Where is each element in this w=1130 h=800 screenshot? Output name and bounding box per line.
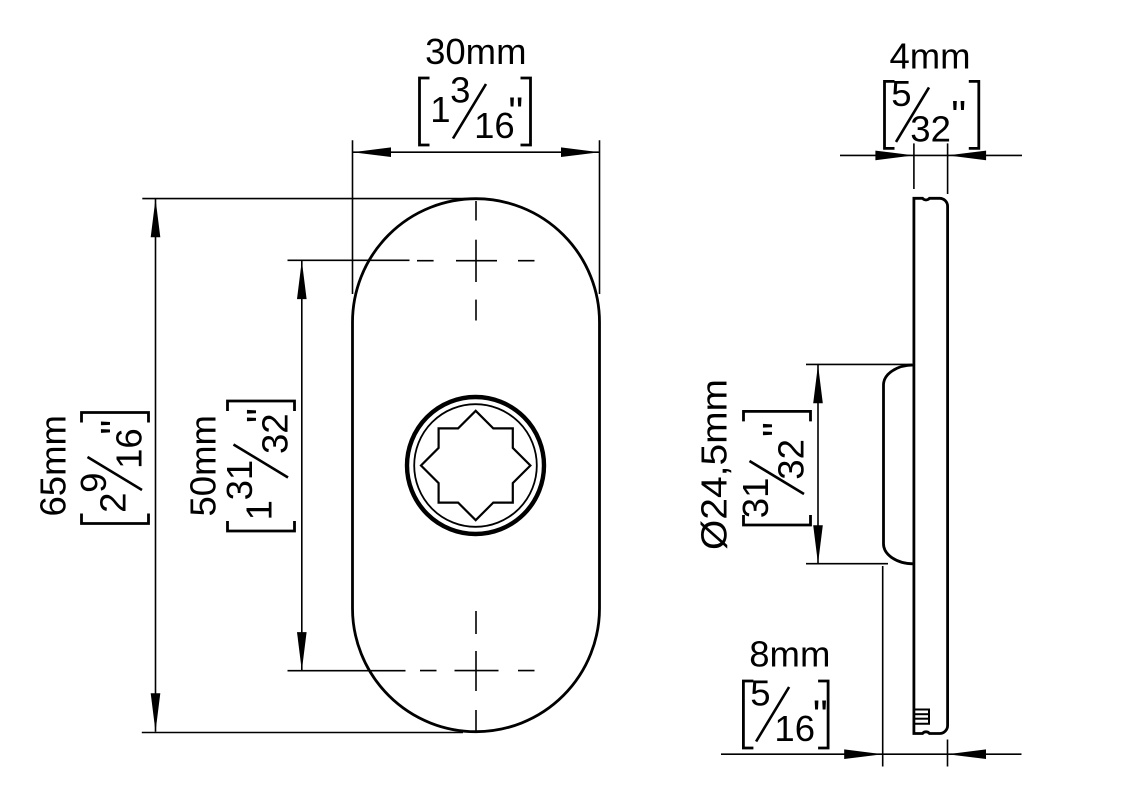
svg-text:": " [813, 691, 828, 738]
svg-text:32: 32 [255, 413, 296, 454]
svg-text:30mm: 30mm [425, 31, 526, 72]
svg-text:16: 16 [474, 105, 515, 146]
svg-text:1: 1 [239, 500, 280, 520]
svg-text:50mm: 50mm [182, 415, 223, 516]
svg-text:31: 31 [735, 478, 776, 519]
svg-text:2: 2 [93, 492, 134, 512]
svg-text:65mm: 65mm [32, 415, 73, 516]
svg-text:Ø24,5mm: Ø24,5mm [694, 379, 735, 550]
svg-text:": " [753, 422, 800, 437]
svg-text:": " [91, 420, 138, 435]
svg-text:5: 5 [891, 73, 911, 114]
svg-text:3: 3 [450, 70, 470, 111]
svg-text:1: 1 [430, 89, 450, 130]
svg-text:16: 16 [774, 708, 815, 749]
svg-text:32: 32 [771, 439, 812, 480]
svg-text:8mm: 8mm [749, 634, 830, 675]
svg-text:5: 5 [750, 673, 770, 714]
svg-text:9: 9 [73, 473, 114, 493]
svg-text:": " [951, 91, 966, 138]
svg-text:31: 31 [219, 460, 260, 501]
svg-text:32: 32 [910, 108, 951, 149]
svg-text:": " [508, 88, 523, 135]
svg-text:16: 16 [109, 428, 150, 469]
svg-text:4mm: 4mm [889, 36, 970, 77]
svg-text:": " [237, 408, 284, 423]
